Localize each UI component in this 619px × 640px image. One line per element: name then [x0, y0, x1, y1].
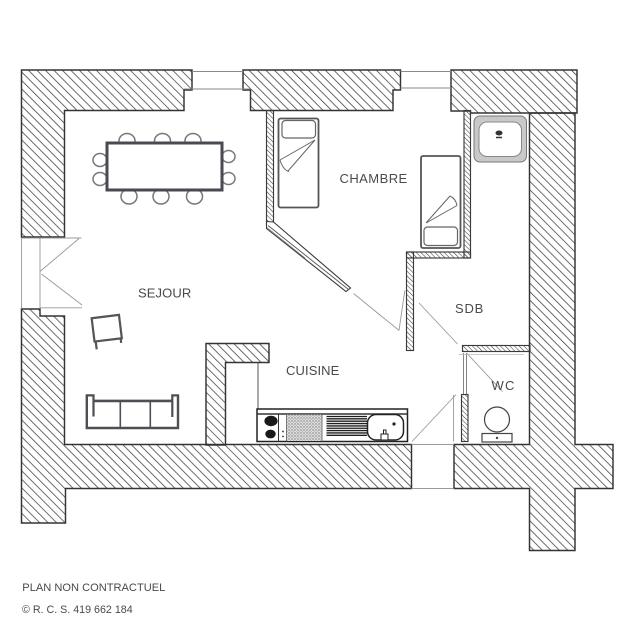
svg-text:SDB: SDB: [455, 301, 484, 316]
svg-text:CUISINE: CUISINE: [286, 363, 340, 378]
svg-text:CHAMBRE: CHAMBRE: [340, 171, 408, 186]
svg-text:© R. C. S. 419 662 184: © R. C. S. 419 662 184: [22, 604, 133, 616]
svg-text:WC: WC: [492, 378, 516, 393]
svg-text:SEJOUR: SEJOUR: [138, 286, 191, 301]
svg-text:PLAN NON CONTRACTUEL: PLAN NON CONTRACTUEL: [22, 582, 165, 594]
